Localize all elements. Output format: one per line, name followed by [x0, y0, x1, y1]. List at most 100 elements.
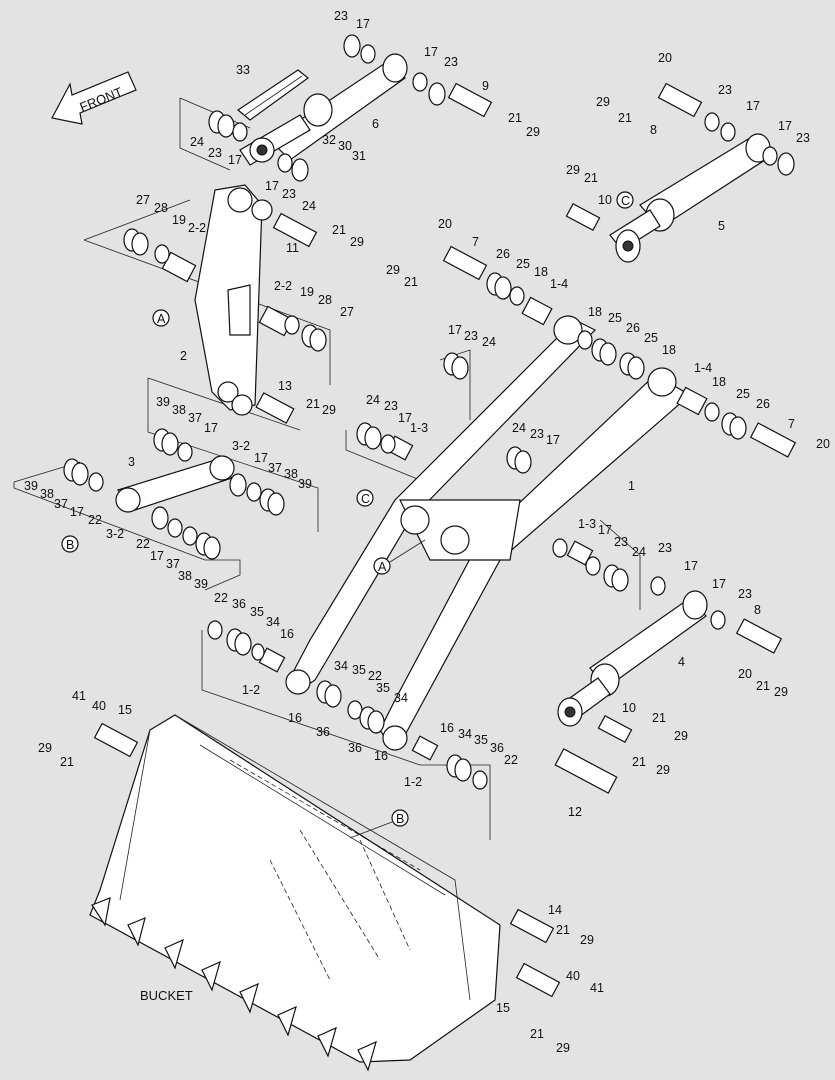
part-label: 1-4 [550, 277, 568, 291]
part-label: 17 [712, 577, 726, 591]
part-label: 3-2 [232, 439, 250, 453]
part-label: 35 [474, 733, 488, 747]
bucket-label: BUCKET [140, 988, 193, 1003]
part-label: 36 [316, 725, 330, 739]
part-label: 4 [678, 655, 685, 669]
part-label: 6 [372, 117, 379, 131]
part-label: 30 [338, 139, 352, 153]
part-label: 29 [656, 763, 670, 777]
part-label: 17 [150, 549, 164, 563]
part-label: 40 [92, 699, 106, 713]
part-label: 23 [658, 541, 672, 555]
part-label: 25 [736, 387, 750, 401]
part-label: 29 [596, 95, 610, 109]
part-label: 24 [512, 421, 526, 435]
part-label: 41 [590, 981, 604, 995]
link-2 [194, 184, 273, 416]
part-label: 17 [598, 523, 612, 537]
callout-a1: A [152, 309, 170, 327]
svg-text:A: A [157, 312, 166, 326]
part-label: 35 [376, 681, 390, 695]
part-label: 24 [632, 545, 646, 559]
part-label: 19 [172, 213, 186, 227]
part-label: 37 [166, 557, 180, 571]
part-label: 21 [306, 397, 320, 411]
part-label: 23 [464, 329, 478, 343]
part-label: 10 [622, 701, 636, 715]
part-label: 18 [588, 305, 602, 319]
part-label: 22 [368, 669, 382, 683]
part-label: 10 [598, 193, 612, 207]
pins [93, 82, 797, 998]
part-label: 21 [508, 111, 522, 125]
part-label: 17 [448, 323, 462, 337]
part-label: 27 [340, 305, 354, 319]
part-label: 24 [302, 199, 316, 213]
part-label: 7 [788, 417, 795, 431]
part-label: 17 [265, 179, 279, 193]
part-label: 39 [156, 395, 170, 409]
part-label: 39 [298, 477, 312, 491]
part-label: 39 [24, 479, 38, 493]
part-label: 1-4 [694, 361, 712, 375]
part-label: 38 [284, 467, 298, 481]
part-label: 35 [352, 663, 366, 677]
part-label: 17 [356, 17, 370, 31]
part-label: 40 [566, 969, 580, 983]
part-label: 16 [440, 721, 454, 735]
part-label: 27 [136, 193, 150, 207]
part-label: 38 [40, 487, 54, 501]
part-labels: 23 17 17 23 9 33 6 21 29 32 30 31 24 23 … [24, 9, 830, 1055]
part-label: 3 [128, 455, 135, 469]
svg-text:B: B [66, 538, 74, 552]
part-label: 16 [288, 711, 302, 725]
part-label: 36 [232, 597, 246, 611]
part-label: 8 [754, 603, 761, 617]
part-label: 29 [566, 163, 580, 177]
part-label: 17 [546, 433, 560, 447]
part-label: 20 [438, 217, 452, 231]
part-label: 37 [268, 461, 282, 475]
part-label: 17 [778, 119, 792, 133]
part-label: 29 [674, 729, 688, 743]
part-label: 38 [172, 403, 186, 417]
bucket [89, 714, 501, 1072]
part-label: 17 [228, 153, 242, 167]
part-label: 36 [490, 741, 504, 755]
part-label: 21 [756, 679, 770, 693]
part-label: 18 [662, 343, 676, 357]
part-label: 13 [278, 379, 292, 393]
link-3 [115, 455, 235, 513]
part-label: 32 [322, 133, 336, 147]
part-label: 24 [366, 393, 380, 407]
part-label: 34 [394, 691, 408, 705]
part-label: 41 [72, 689, 86, 703]
part-label: 24 [482, 335, 496, 349]
part-label: 26 [756, 397, 770, 411]
part-label: 15 [496, 1001, 510, 1015]
part-label: 23 [530, 427, 544, 441]
part-label: 21 [632, 755, 646, 769]
part-label: 26 [496, 247, 510, 261]
part-label: 35 [250, 605, 264, 619]
part-label: 23 [718, 83, 732, 97]
part-label: 37 [54, 497, 68, 511]
group-frames [13, 97, 641, 840]
part-label: 1-3 [578, 517, 596, 531]
part-label: 17 [746, 99, 760, 113]
part-label: 20 [738, 667, 752, 681]
part-label: 1-2 [404, 775, 422, 789]
part-label: 28 [154, 201, 168, 215]
part-label: 34 [334, 659, 348, 673]
svg-text:B: B [396, 812, 404, 826]
part-label: 14 [548, 903, 562, 917]
part-label: 16 [374, 749, 388, 763]
part-label: 21 [530, 1027, 544, 1041]
part-label: 25 [516, 257, 530, 271]
part-label: 28 [318, 293, 332, 307]
part-label: 23 [614, 535, 628, 549]
part-label: 3-2 [106, 527, 124, 541]
part-label: 20 [816, 437, 830, 451]
part-label: 23 [208, 146, 222, 160]
part-label: 37 [188, 411, 202, 425]
